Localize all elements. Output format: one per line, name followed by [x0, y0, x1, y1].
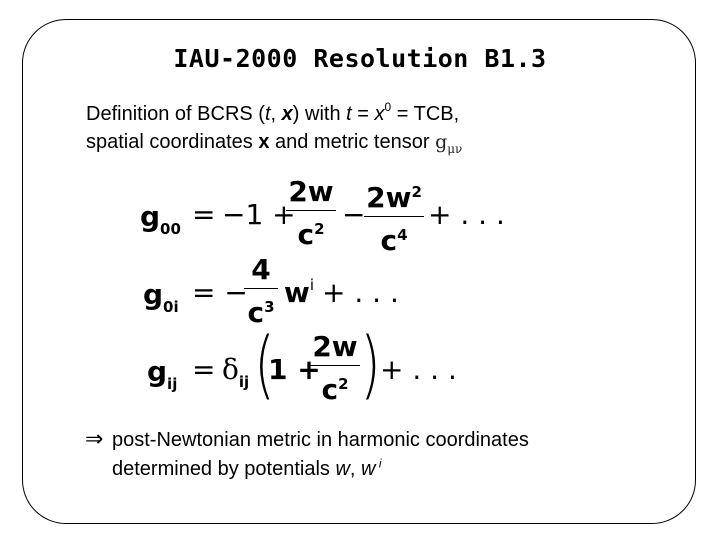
eq2-frac-num: 4 — [251, 253, 271, 286]
eq3-frac-den-c: c — [321, 373, 339, 406]
slide-frame — [22, 19, 696, 524]
intro-text-part: = — [351, 103, 375, 125]
eq2-lhs-g: g — [143, 278, 164, 311]
eq2-frac-den-pow: 3 — [264, 298, 275, 316]
slide-title: IAU-2000 Resolution B1.3 — [173, 44, 547, 73]
eq1-frac2-num-pow: 2 — [411, 183, 422, 201]
eq3-delta: δij — [222, 353, 249, 391]
eq1-frac2-den: c4 — [364, 219, 424, 257]
intro-var-x0: x — [374, 103, 385, 125]
metric-tensor-symbol: gμν — [435, 131, 463, 156]
eq2-w: wi — [284, 276, 314, 309]
intro-sup-0: 0 — [384, 100, 392, 115]
intro-line1: Definition of BCRS (t, x) with t = x0 = … — [86, 100, 460, 125]
metric-symbol-sub: μν — [447, 141, 463, 156]
eq1-frac1: 2w c2 — [286, 176, 336, 251]
eq3-lhs: gij — [147, 355, 177, 393]
bullet-text: post-Newtonian metric in harmonic coordi… — [112, 426, 672, 484]
bullet-line1: post-Newtonian metric in harmonic coordi… — [112, 429, 529, 451]
eq1-tail: + . . . — [428, 198, 505, 231]
intro-text-part: Definition of BCRS ( — [86, 103, 265, 125]
intro-text-part: ) with — [292, 103, 347, 125]
eq2-frac-den-c: c — [247, 296, 265, 329]
eq3-left-paren: ( — [254, 322, 275, 408]
bullet-line2-text: determined by potentials — [112, 458, 336, 480]
bullet-var-w2: w — [361, 458, 376, 480]
eq2-tail: + . . . — [322, 276, 399, 309]
intro-var-t: t — [264, 103, 271, 125]
eq1-equals: = — [192, 198, 216, 231]
eq1-lhs-sub: 00 — [160, 220, 181, 238]
bullet-sup-i: i — [375, 456, 382, 471]
eq1-frac1-den: c2 — [286, 213, 336, 251]
eq1-frac2-bar — [364, 216, 424, 217]
eq1-lhs: g00 — [140, 200, 181, 238]
eq1-frac2-num: 2w2 — [364, 176, 424, 214]
eq3-right-paren: ) — [360, 322, 381, 408]
bullet-arrow-icon: ⇒ — [85, 426, 104, 451]
eq3-equals: = — [192, 353, 216, 386]
metric-symbol-g: g — [435, 131, 448, 153]
eq1-minus: − — [342, 198, 366, 231]
eq3-frac-den-pow: 2 — [338, 375, 349, 393]
eq3-frac-den: c2 — [310, 368, 360, 406]
eq1-frac2-den-pow: 4 — [397, 226, 408, 244]
eq1-frac1-num: 2w — [288, 175, 334, 208]
intro-var-x: x — [281, 103, 293, 125]
eq1-frac2-den-c: c — [380, 224, 398, 257]
intro-text-part: and metric tensor — [269, 131, 436, 153]
eq3-lhs-g: g — [147, 355, 168, 388]
intro-line2: spatial coordinates x and metric tensor … — [86, 131, 463, 156]
eq3-delta-symbol: δ — [222, 353, 239, 386]
bullet-sep: , — [349, 458, 362, 480]
intro-text: Definition of BCRS (t, x) with t = x0 = … — [86, 100, 666, 163]
eq2-w-sup: i — [309, 276, 315, 294]
eq1-frac2: 2w2 c4 — [364, 176, 424, 257]
eq2-lhs-sub: 0i — [163, 298, 179, 316]
eq3-tail: + . . . — [380, 353, 457, 386]
intro-var-x-bold: x — [258, 131, 270, 153]
eq1-frac1-den-pow: 2 — [314, 220, 325, 238]
eq1-lhs-g: g — [140, 200, 161, 233]
intro-var-t2: t — [346, 103, 352, 125]
eq2-equals-minus: = − — [192, 276, 248, 309]
eq3-frac-num: 2w — [312, 330, 358, 363]
eq2-lhs: g0i — [143, 278, 179, 316]
eq3-one-plus: 1 + — [268, 353, 321, 386]
eq3-frac: 2w c2 — [310, 331, 360, 406]
eq1-term-minus-one: −1 + — [222, 198, 296, 231]
eq2-frac-den: c3 — [244, 291, 278, 329]
eq3-lhs-sub: ij — [167, 375, 178, 393]
eq2-w-letter: w — [284, 276, 310, 309]
bullet-line2: determined by potentials w, w i — [112, 456, 382, 480]
eq3-delta-sub: ij — [238, 373, 250, 391]
intro-text-part: = TCB, — [391, 103, 460, 125]
eq3-frac-bar — [310, 365, 360, 366]
intro-text-part: spatial coordinates — [86, 131, 259, 153]
eq2-frac: 4 c3 — [244, 254, 278, 329]
eq2-frac-bar — [244, 288, 278, 289]
eq1-frac2-num-w: 2w — [366, 181, 412, 214]
bullet-var-w: w — [335, 458, 350, 480]
intro-text-part: , — [270, 103, 282, 125]
eq3-one: 1 + — [268, 353, 321, 386]
eq1-frac1-den-c: c — [297, 218, 315, 251]
eq1-frac1-bar — [286, 210, 336, 211]
